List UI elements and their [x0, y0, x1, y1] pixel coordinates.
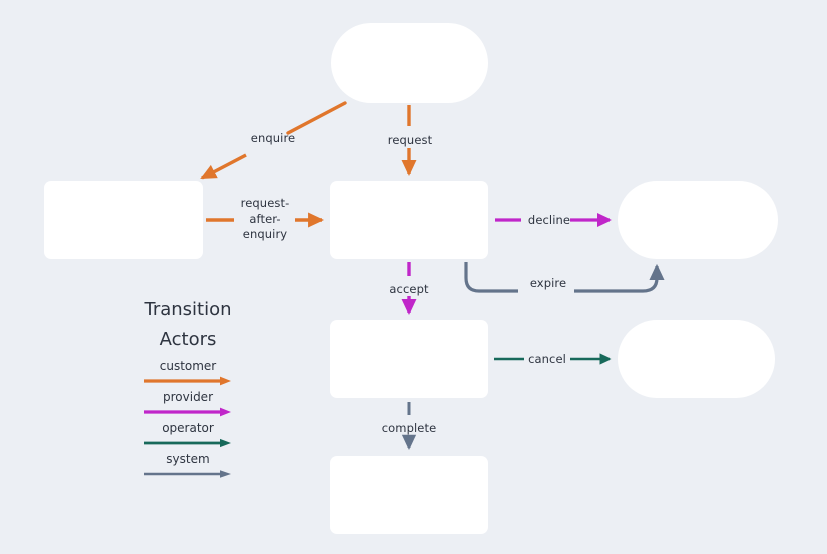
legend-title-line1: Transition	[144, 299, 232, 320]
legend-label-provider: provider	[163, 390, 213, 404]
edge-label-decline: decline	[527, 213, 571, 227]
edge-label-accept: accept	[389, 282, 429, 296]
node-center-upper[interactable]	[330, 181, 488, 259]
edge-label-request: request	[387, 133, 433, 147]
legend-arrow-customer	[144, 376, 231, 386]
node-bottom[interactable]	[330, 456, 488, 534]
node-right-upper[interactable]	[618, 181, 778, 259]
node-center-lower[interactable]	[330, 320, 488, 398]
edge-label-enquire: enquire	[250, 131, 296, 145]
edge-label-complete: complete	[381, 421, 437, 435]
legend-label-operator: operator	[162, 421, 214, 435]
legend-entry-customer: customer	[118, 358, 258, 386]
legend-label-system: system	[166, 452, 210, 466]
legend-entry-operator: operator	[118, 420, 258, 448]
edge-label-expire: expire	[529, 276, 567, 290]
legend-title-line2: Actors	[159, 329, 217, 350]
legend-arrow-system	[144, 470, 231, 478]
edge-label-request-after-enquiry: request- after- enquiry	[240, 196, 290, 241]
legend: Transition Actors customer provider oper…	[118, 295, 258, 479]
legend-entry-system: system	[118, 451, 258, 479]
edge-label-cancel: cancel	[528, 352, 566, 366]
legend-arrow-operator	[144, 438, 231, 448]
legend-arrow-provider	[144, 407, 231, 417]
node-top[interactable]	[331, 23, 488, 103]
node-left[interactable]	[44, 181, 203, 259]
legend-label-customer: customer	[159, 359, 217, 373]
legend-entry-provider: provider	[118, 389, 258, 417]
node-right-lower[interactable]	[618, 320, 775, 398]
